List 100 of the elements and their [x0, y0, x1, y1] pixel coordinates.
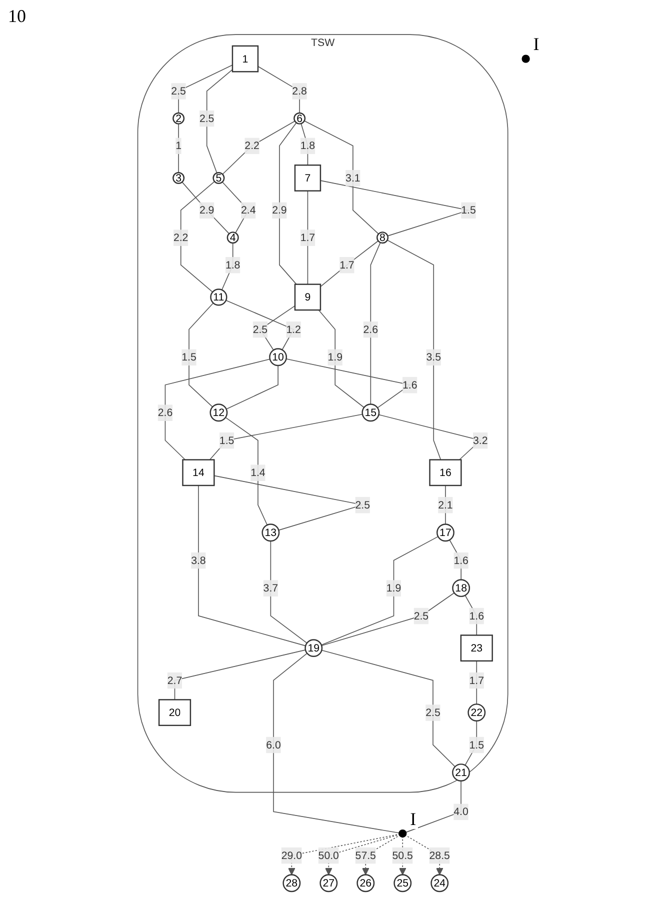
- connector: [300, 123, 308, 166]
- arrow: [325, 834, 401, 876]
- node-circle: [398, 829, 407, 838]
- connector: [178, 64, 233, 114]
- edge-label: 2.5: [252, 323, 268, 336]
- connector: [180, 181, 215, 292]
- edge-label: 1: [176, 139, 182, 152]
- connector: [270, 540, 308, 644]
- edge-label: 29.0: [281, 849, 302, 862]
- edge-label: 1.5: [469, 738, 484, 751]
- edge-label: 1.5: [219, 434, 234, 446]
- node-circle: 13: [262, 524, 280, 542]
- node-circle: 28: [282, 874, 301, 892]
- edge-label: 4.0: [454, 805, 468, 818]
- connector: [226, 300, 294, 350]
- node-circle: 2: [172, 112, 185, 124]
- node-circle: 5: [212, 172, 225, 184]
- connector: [320, 536, 438, 646]
- node-box: 20: [158, 699, 192, 726]
- edge-label: 50.0: [318, 849, 339, 862]
- edge-label: 1.2: [286, 323, 301, 336]
- node-circle: 8: [376, 232, 389, 244]
- connector: [307, 190, 308, 285]
- edge-label: 28.5: [429, 849, 450, 862]
- edge-label: 2.4: [240, 204, 256, 216]
- connector: [386, 240, 442, 460]
- node-circle: 22: [468, 704, 486, 722]
- node-circle: 15: [362, 404, 380, 422]
- edge-label: 50.5: [392, 849, 413, 862]
- connector: [476, 660, 478, 705]
- edge-label: 1.7: [300, 231, 316, 244]
- edge-label: 3.5: [426, 350, 441, 364]
- node-box: 7: [294, 164, 322, 192]
- edge-label: 2.7: [167, 674, 182, 686]
- node-circle: 27: [320, 874, 338, 892]
- node-box: 1: [232, 45, 259, 72]
- connector: [206, 69, 233, 174]
- arrow: [288, 834, 401, 876]
- node-number-label: 10: [8, 6, 26, 26]
- connector: [226, 365, 278, 410]
- edge-label: 3.2: [473, 434, 488, 446]
- edge-label: 2.8: [292, 84, 307, 97]
- edge-label: 2.9: [272, 204, 287, 216]
- node-circle: 25: [394, 874, 412, 892]
- node-circle: 3: [172, 172, 185, 184]
- edge-label: 2.9: [199, 204, 214, 216]
- node-circle: 24: [430, 874, 449, 892]
- edge-label: 1.5: [182, 350, 196, 364]
- node-circle: 6: [294, 112, 306, 124]
- edge-label: 3.1: [346, 172, 360, 184]
- connector: [209, 414, 363, 460]
- connector: [464, 594, 478, 636]
- connector: [258, 66, 300, 114]
- node-box: 16: [429, 459, 462, 486]
- connector: [221, 242, 234, 290]
- edge-label: 1.5: [461, 204, 476, 216]
- edge-label: 2.5: [355, 498, 370, 511]
- edge-label: 2.2: [244, 139, 260, 152]
- edge-label: 2.5: [199, 112, 214, 124]
- connector: [320, 240, 379, 288]
- connector: [182, 182, 230, 234]
- connector: [449, 539, 462, 580]
- node-box: 9: [294, 284, 322, 311]
- connector: [188, 302, 214, 408]
- edge-label: 1.9: [328, 350, 342, 364]
- connector: [225, 417, 268, 526]
- node-box: 14: [182, 459, 215, 486]
- node-box: 23: [460, 634, 493, 662]
- edge-label: 2.5: [171, 84, 186, 97]
- connector: [164, 358, 270, 460]
- edge-label: 1.7: [469, 674, 484, 686]
- edge-label: 1.6: [454, 554, 468, 566]
- connector: [222, 120, 296, 175]
- arrow: [362, 834, 401, 876]
- connector: [321, 592, 455, 646]
- connector: [321, 650, 456, 768]
- connector: [198, 485, 306, 646]
- connector: [174, 650, 306, 700]
- node-circle: 21: [452, 764, 470, 782]
- edge-label: 3.8: [191, 554, 206, 566]
- connector: [445, 485, 446, 525]
- edge-label: 1.4: [250, 466, 266, 479]
- node-circle: 18: [452, 579, 470, 598]
- node-circle: 4: [226, 232, 239, 244]
- edge-label: 1.9: [386, 582, 402, 594]
- edge-label: 2.6: [158, 406, 173, 419]
- connector: [318, 310, 364, 408]
- edge-label: 1.6: [402, 378, 418, 391]
- node-circle: 12: [210, 404, 228, 422]
- edge-label: 2.1: [438, 498, 453, 511]
- edge-label: 2.5: [426, 706, 440, 718]
- node-circle: 17: [436, 524, 454, 542]
- node-circle: 26: [356, 874, 375, 892]
- connector: [370, 242, 381, 405]
- connector: [304, 120, 379, 234]
- edge-label: 2.2: [173, 231, 188, 244]
- connector: [273, 652, 401, 834]
- edge-label: 1.7: [340, 258, 354, 271]
- edge-label: 2.6: [363, 323, 378, 336]
- node-circle: 11: [210, 288, 228, 306]
